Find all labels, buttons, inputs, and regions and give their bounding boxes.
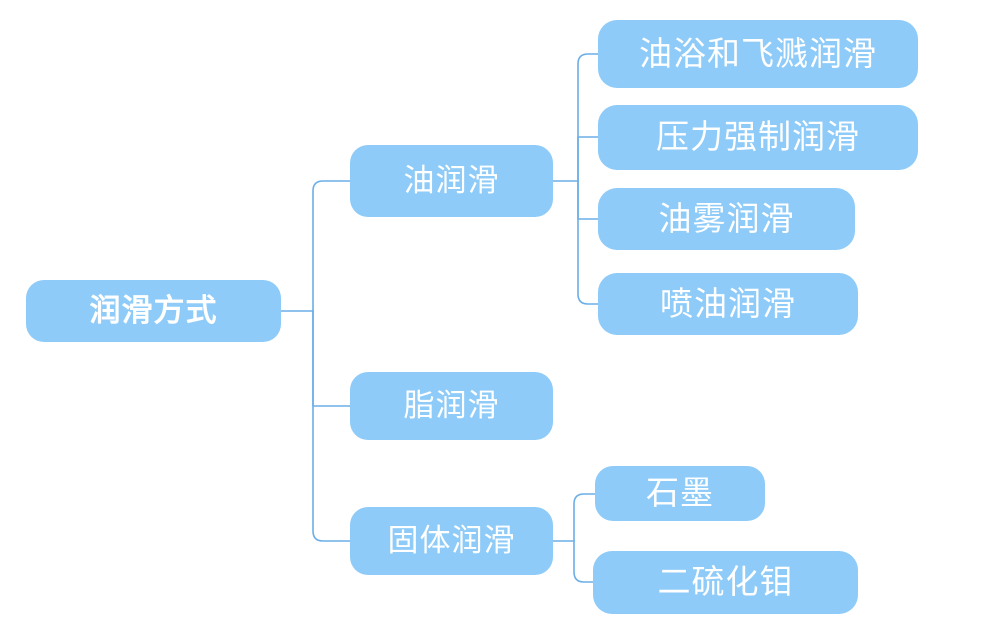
connector-solid-to-graphite: [573, 493, 596, 542]
node-oil-mist-lubrication[interactable]: 油雾润滑: [598, 188, 855, 250]
connector-oil-to-bath: [577, 53, 599, 182]
node-oil-bath-and-splash-lubrication[interactable]: 油浴和飞溅润滑: [598, 20, 918, 88]
connector-root-to-grease: [312, 310, 351, 407]
connector-solid-to-mos2: [573, 540, 594, 583]
connector-root-to-solid: [312, 310, 351, 542]
node-grease-lubrication[interactable]: 脂润滑: [350, 372, 553, 440]
connector-oil-to-mist: [577, 180, 599, 220]
node-pressure-forced-lubrication[interactable]: 压力强制润滑: [598, 105, 918, 170]
node-solid-lubrication[interactable]: 固体润滑: [350, 507, 553, 575]
connector-root-to-oil: [312, 180, 351, 312]
node-molybdenum-disulfide[interactable]: 二硫化钼: [593, 551, 858, 614]
node-oil-lubrication[interactable]: 油润滑: [350, 145, 553, 217]
node-graphite[interactable]: 石墨: [595, 466, 765, 521]
connector-oil-to-jet: [577, 180, 599, 305]
node-root-lubrication-methods[interactable]: 润滑方式: [26, 280, 281, 342]
connector-oil-to-pressure: [577, 136, 599, 182]
node-oil-jet-lubrication[interactable]: 喷油润滑: [598, 273, 858, 335]
